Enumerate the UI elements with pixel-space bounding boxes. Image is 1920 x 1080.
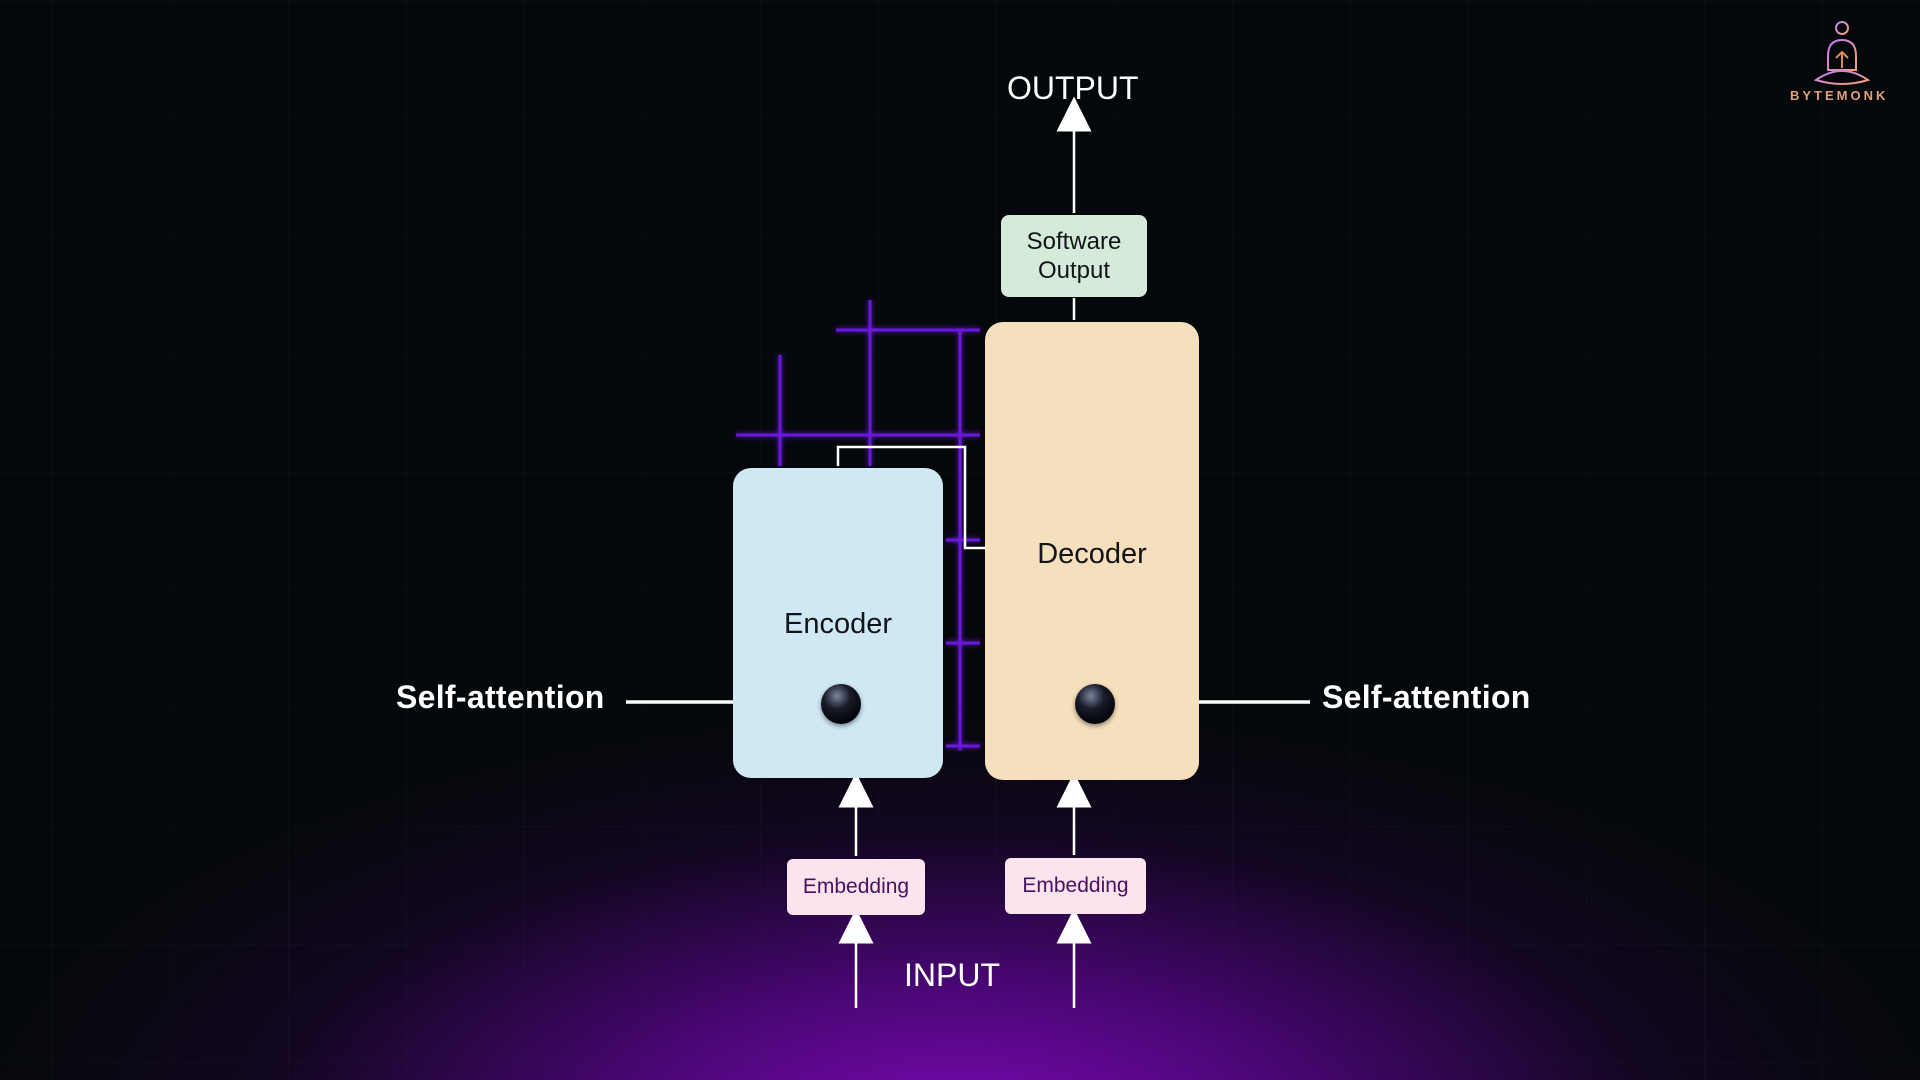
- encoder-attention-dot: [821, 684, 861, 724]
- self-attention-left-label: Self-attention: [396, 679, 605, 715]
- purple-glow-lines: [736, 300, 980, 750]
- decoder-label: Decoder: [1037, 538, 1147, 570]
- software-output-box: Software Output: [1001, 215, 1147, 297]
- decoder-embedding-box: Embedding: [1005, 858, 1146, 914]
- encoder-embedding-box: Embedding: [787, 859, 925, 915]
- software-output-line1: Software: [1026, 228, 1122, 255]
- encoder-decoder-connector: [836, 445, 985, 550]
- encoder-label: Encoder: [783, 608, 892, 640]
- encoder-block: Encoder: [733, 468, 943, 778]
- software-output-line2: Output: [1037, 257, 1111, 284]
- decoder-block: Decoder: [985, 322, 1199, 780]
- input-label: INPUT: [904, 957, 1000, 993]
- meditating-monk-icon: [1813, 21, 1871, 85]
- decoder-attention-dot: [1075, 684, 1115, 724]
- bytemonk-logo-text: BYTEMONK: [1790, 88, 1889, 103]
- self-attention-right-label: Self-attention: [1322, 679, 1531, 715]
- output-label: OUTPUT: [1007, 70, 1139, 106]
